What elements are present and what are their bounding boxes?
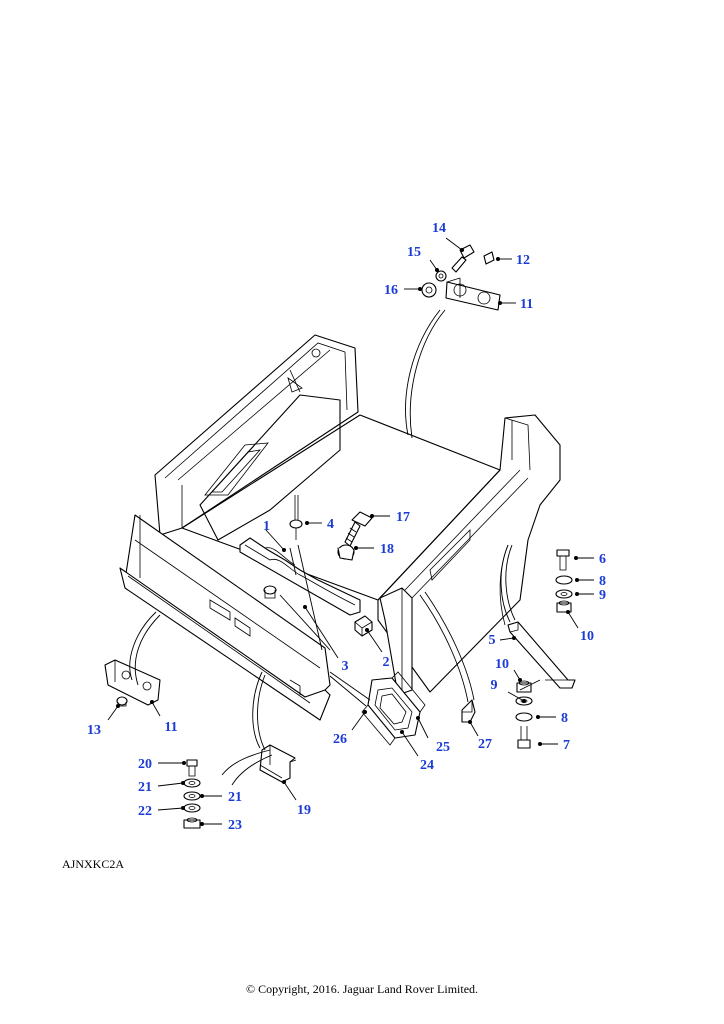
callout-7: 7 [563, 738, 570, 753]
callout-labels: 1 2 3 4 5 6 7 8 8 9 9 10 10 11 11 12 13 … [87, 221, 606, 833]
callout-5: 5 [489, 633, 496, 648]
fastener-stack-7-10 [515, 680, 533, 749]
cross-member [239, 537, 361, 616]
bolt-and-spacer [337, 511, 373, 561]
hinge-assembly-top [421, 244, 501, 311]
callout-15: 15 [407, 245, 421, 260]
callout-13: 13 [87, 723, 101, 738]
callout-20: 20 [138, 757, 152, 772]
seal-rings [361, 671, 426, 746]
callout-9a: 9 [599, 588, 606, 603]
callout-8b: 8 [561, 711, 568, 726]
callout-26: 26 [333, 732, 347, 747]
stud-part [289, 495, 303, 540]
callout-leaders [107, 237, 594, 826]
callout-2: 2 [383, 655, 390, 670]
tailgate-assembly [119, 514, 331, 721]
callout-12: 12 [516, 253, 530, 268]
callout-22: 22 [138, 804, 152, 819]
callout-27: 27 [478, 737, 492, 752]
callout-4: 4 [327, 517, 334, 532]
callout-25: 25 [436, 740, 450, 755]
clip-27 [461, 699, 476, 723]
fastener-stack-6-10 [555, 549, 573, 613]
callout-23: 23 [228, 818, 242, 833]
callout-8a: 8 [599, 574, 606, 589]
callout-24: 24 [420, 758, 434, 773]
callout-3: 3 [342, 659, 349, 674]
callout-10a: 10 [580, 629, 594, 644]
callout-14: 14 [432, 221, 446, 236]
callout-18: 18 [380, 542, 394, 557]
copyright-notice: © Copyright, 2016. Jaguar Land Rover Lim… [245, 982, 479, 996]
callout-11a: 11 [520, 297, 533, 312]
callout-9b: 9 [491, 678, 498, 693]
callout-19: 19 [297, 803, 311, 818]
callout-16: 16 [384, 283, 398, 298]
bracket-19 [259, 744, 297, 783]
callout-11b: 11 [164, 720, 177, 735]
callout-6: 6 [599, 552, 606, 567]
fastener-stack-20-23 [183, 759, 201, 829]
diagram-reference-code: AJNXKC2A [62, 857, 125, 871]
support-strap [507, 621, 576, 689]
callout-10b: 10 [495, 657, 509, 672]
assembly-leaders [129, 309, 541, 786]
callout-21a: 21 [138, 780, 152, 795]
hinge-assembly-bottom [104, 659, 161, 707]
callout-1: 1 [263, 519, 270, 534]
callout-17: 17 [396, 510, 410, 525]
callout-21b: 21 [228, 790, 242, 805]
load-bed-body [154, 334, 561, 696]
tailgate-bolt [263, 585, 277, 599]
